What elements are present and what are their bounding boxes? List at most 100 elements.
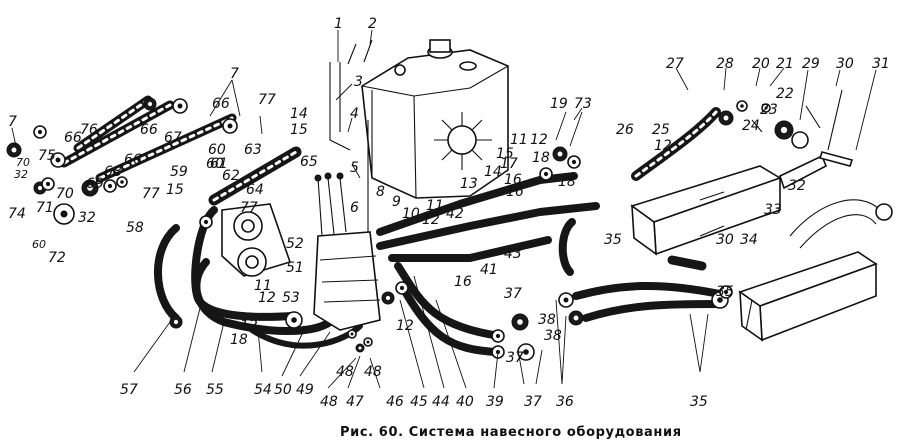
label-32: 32 [788,178,806,194]
label-18: 18 [532,150,550,166]
hose-lines [59,62,724,356]
fitting-bore-30 [399,285,405,291]
label-60-b: 60 [206,156,224,172]
label-32-small: 32 [14,168,28,181]
label-52: 52 [286,236,304,252]
label-12-f: 12 [240,318,258,334]
fitting-bore-18 [764,106,768,110]
fitting-bore-2 [37,129,43,135]
label-64: 64 [246,182,264,198]
label-15: 15 [496,146,514,162]
label-63: 63 [244,142,262,158]
label-48: 48 [320,394,338,410]
label-66-b: 66 [140,122,158,138]
fitting-bore-25 [573,315,579,321]
label-34: 34 [740,232,758,248]
label-16-b: 16 [504,172,522,188]
label-42: 42 [446,206,464,222]
label-75: 75 [38,148,56,164]
figure-caption: Рис. 60. Система навесного оборудования [340,425,682,440]
label-12: 12 [530,132,548,148]
label-46: 46 [386,394,404,410]
label-17: 17 [500,156,518,172]
label-5: 5 [350,160,359,176]
label-44: 44 [432,394,450,410]
fitting-bore-32 [291,317,297,323]
label-18-b: 18 [230,332,248,348]
label-76: 76 [80,122,98,138]
fitting-bore-17 [740,104,744,108]
control-valve [313,172,381,331]
label-12-e: 12 [654,138,672,154]
fitting-bore-20 [717,297,723,303]
label-7-left: 7 [8,114,17,130]
label-65: 65 [300,154,318,170]
label-35: 35 [690,394,708,410]
fitting-bore-26 [495,333,501,339]
label-67: 67 [164,130,182,146]
label-35-b: 35 [604,232,622,248]
label-45: 45 [410,394,428,410]
fitting-bore-34 [358,346,362,350]
fitting-bore-35 [366,340,370,344]
label-4: 4 [350,106,359,122]
label-23: 23 [760,102,778,118]
fitting-bore-33 [350,332,354,336]
label-22: 22 [776,86,794,102]
label-69: 69 [86,176,104,192]
label-25: 25 [652,122,670,138]
label-33: 33 [764,202,782,218]
fitting-bore-1 [11,147,17,153]
label-37: 37 [524,394,542,410]
label-51: 51 [286,260,304,276]
fitting-bore-19 [780,126,788,134]
label-10: 10 [402,206,420,222]
label-61: 61 [210,156,228,172]
fittings [6,97,794,361]
label-32-b: 32 [78,210,96,226]
label-14-a: 14 [290,106,308,122]
label-77: 77 [258,92,276,108]
label-6: 6 [350,200,359,216]
fitting-bore-3 [55,157,61,163]
label-38-b: 38 [544,328,562,344]
label-36: 36 [556,394,574,410]
label-11-c: 11 [254,278,272,294]
label-24: 24 [742,118,760,134]
label-56: 56 [174,382,192,398]
label-14: 14 [484,164,502,180]
label-70: 70 [56,186,74,202]
label-12-d: 12 [258,290,276,306]
fitting-bore-7 [87,185,93,191]
label-11: 11 [510,132,528,148]
label-13: 13 [460,176,478,192]
label-8: 8 [376,184,385,200]
fitting-bore-15 [543,171,549,177]
label-15-a: 15 [290,122,308,138]
label-16: 16 [506,184,524,200]
label-66: 66 [212,96,230,112]
label-38: 38 [538,312,556,328]
label-68: 68 [104,164,122,180]
fitting-bore-14 [571,159,577,165]
label-71: 71 [36,200,54,216]
label-37-c: 37 [506,350,524,366]
label-60: 60 [208,142,226,158]
label-11-b: 11 [426,198,444,214]
fitting-bore-16 [723,115,729,121]
label-48-c: 48 [364,364,382,380]
label-66-c: 66 [124,152,142,168]
label-12-c: 12 [396,318,414,334]
label-29: 29 [802,56,820,72]
label-1: 1 [334,16,343,32]
label-27: 27 [666,56,684,72]
label-77-b: 77 [142,186,160,202]
label-66-a: 66 [64,130,82,146]
label-9: 9 [392,194,401,210]
label-74: 74 [8,206,26,222]
fitting-bore-29 [203,219,209,225]
fitting-bore-8 [107,183,113,189]
label-7: 7 [230,66,239,82]
label-41: 41 [480,262,498,278]
